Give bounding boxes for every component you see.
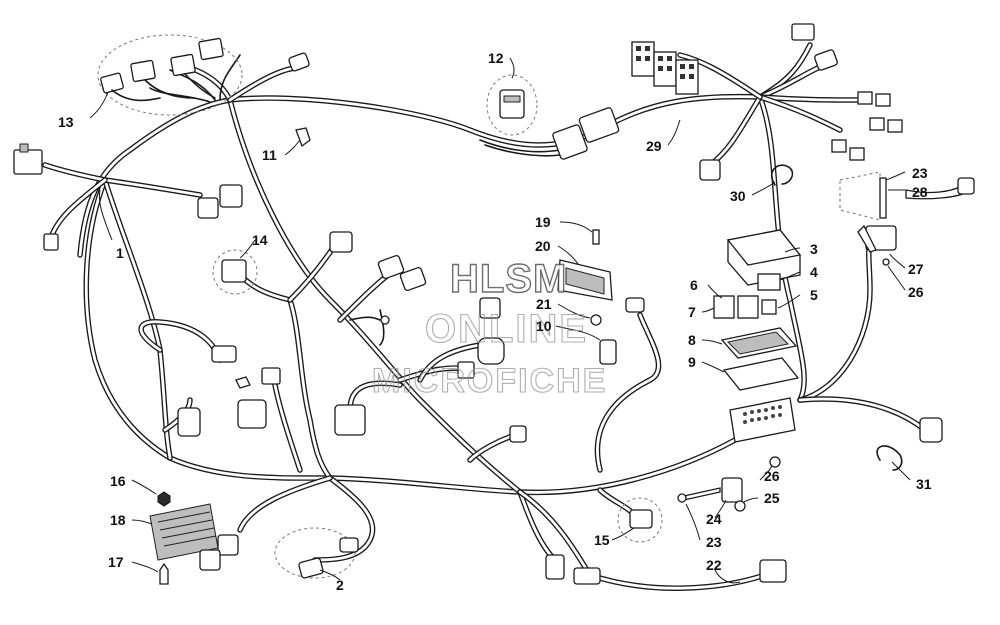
callout-25: 25 xyxy=(764,490,780,506)
regulator-18 xyxy=(149,491,239,585)
connector-group-13 xyxy=(97,34,243,116)
callout-18: 18 xyxy=(110,512,126,528)
connector-22 xyxy=(545,554,787,585)
watermark-line2: ONLINE xyxy=(425,307,588,351)
callout-7: 7 xyxy=(688,304,696,320)
callout-17: 17 xyxy=(108,554,124,570)
callout-29: 29 xyxy=(646,138,662,154)
bracket-assembly xyxy=(839,171,975,266)
connector-14 xyxy=(212,249,258,295)
fuse-box-assembly xyxy=(713,229,802,443)
callout-20: 20 xyxy=(535,238,551,254)
callout-30: 30 xyxy=(730,188,746,204)
callout-31: 31 xyxy=(916,476,932,492)
watermark-line3: MICROFICHE xyxy=(372,362,607,400)
callouts: 1 2 3 4 5 6 7 8 9 10 11 12 13 14 15 16 1… xyxy=(58,50,932,593)
sleeve-2 xyxy=(274,527,359,579)
callout-14: 14 xyxy=(252,232,268,248)
callout-27: 27 xyxy=(908,261,924,277)
connector-15 xyxy=(617,497,663,543)
callout-22: 22 xyxy=(706,557,722,573)
mid-connectors xyxy=(177,224,943,443)
callout-13: 13 xyxy=(58,114,74,130)
callout-10: 10 xyxy=(536,318,552,334)
thin-wires xyxy=(149,54,561,346)
callout-8: 8 xyxy=(688,332,696,348)
callout-28: 28 xyxy=(912,184,928,200)
callout-26-bottom: 26 xyxy=(764,468,780,484)
callout-12: 12 xyxy=(488,50,504,66)
callout-15: 15 xyxy=(594,532,610,548)
callout-3: 3 xyxy=(810,241,818,257)
callout-1: 1 xyxy=(116,245,124,261)
callout-4: 4 xyxy=(810,264,818,280)
callout-23-top: 23 xyxy=(912,165,928,181)
watermark-line1: HLSM xyxy=(450,257,567,301)
callout-26-top: 26 xyxy=(908,284,924,300)
watermark: HLSM ONLINE MICROFICHE xyxy=(371,256,607,400)
callout-21: 21 xyxy=(536,296,552,312)
callout-11: 11 xyxy=(262,147,277,163)
clip-31 xyxy=(876,445,903,471)
leader-lines xyxy=(89,57,911,584)
callout-23-bottom: 23 xyxy=(706,534,722,550)
sensor-assembly xyxy=(677,456,781,512)
connector-12 xyxy=(486,74,620,160)
callout-19: 19 xyxy=(535,214,551,230)
callout-6: 6 xyxy=(690,277,698,293)
callout-24: 24 xyxy=(706,511,722,527)
callout-5: 5 xyxy=(810,287,818,303)
callout-2: 2 xyxy=(336,577,344,593)
left-connectors xyxy=(13,52,311,251)
top-right-connectors xyxy=(631,23,903,181)
callout-16: 16 xyxy=(110,473,126,489)
callout-9: 9 xyxy=(688,354,696,370)
clip-30 xyxy=(770,164,794,186)
center-module xyxy=(557,229,645,365)
